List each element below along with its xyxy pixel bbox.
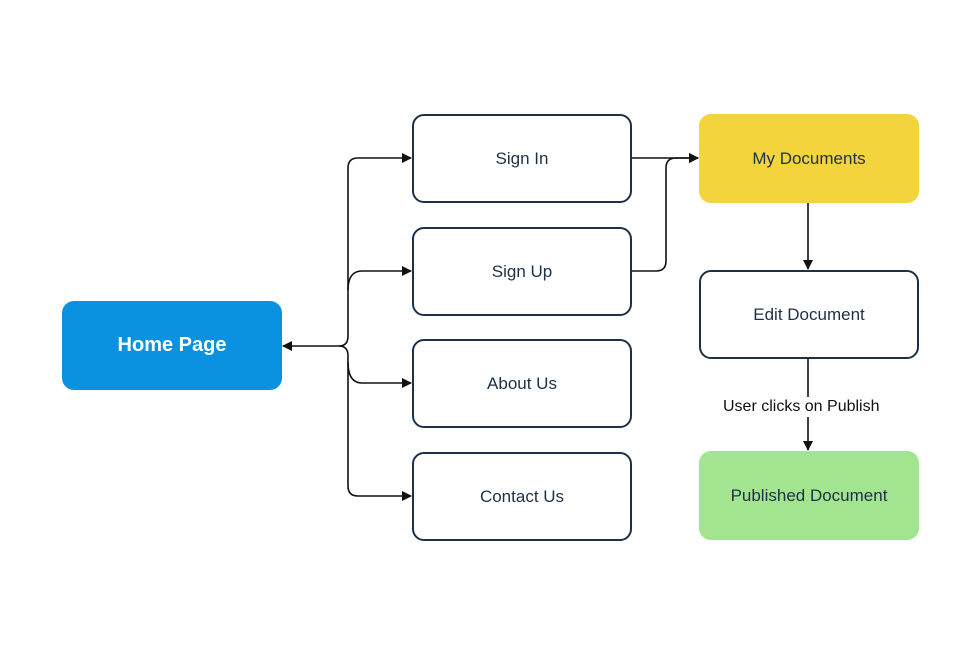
published-document-label: Published Document [730,485,888,505]
sign-in-label: Sign In [495,148,549,168]
my-documents-label: My Documents [752,148,866,168]
edge-home-to-sign-in [338,153,412,347]
sign-up-node[interactable]: Sign Up [412,227,632,316]
contact-us-node[interactable]: Contact Us [412,452,632,541]
about-us-node[interactable]: About Us [412,339,632,428]
sign-in-node[interactable]: Sign In [412,114,632,203]
edge-home-to-about-us [347,361,412,388]
publish-edge-label: User clicks on Publish [721,397,882,417]
edge-home-to-contact-us [338,345,412,501]
edge-home-to-sign-up [347,266,412,291]
edge-sign-up-to-my-documents [632,153,699,272]
home-page-node[interactable]: Home Page [62,301,282,390]
about-us-label: About Us [487,373,557,393]
sign-up-label: Sign Up [491,261,553,281]
my-documents-node[interactable]: My Documents [699,114,919,203]
contact-us-label: Contact Us [479,486,565,506]
edit-document-node[interactable]: Edit Document [699,270,919,359]
published-document-node[interactable]: Published Document [699,451,919,540]
home-page-label: Home Page [117,334,227,356]
edit-document-label: Edit Document [753,304,865,324]
